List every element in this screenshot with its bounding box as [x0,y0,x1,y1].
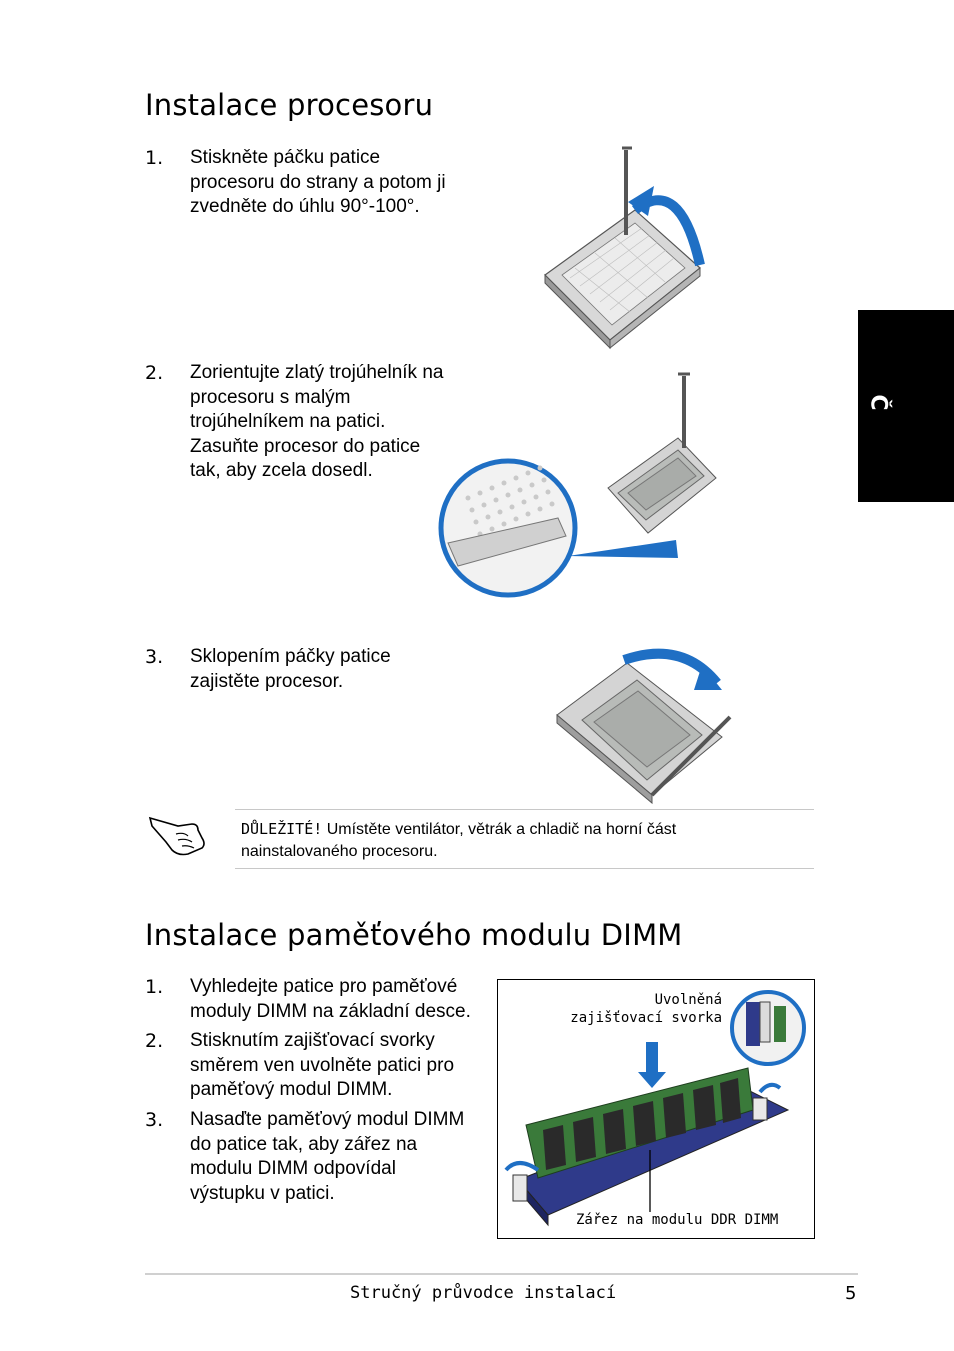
line: tak, aby zcela dosedl. [190,460,373,481]
language-tab: Č [858,310,954,502]
footer-divider [145,1273,858,1275]
note-text: DŮLEŽITÉ! Umístěte ventilátor, větrák a … [241,818,801,863]
line: Zorientujte zlatý trojúhelník na [190,362,444,383]
line: Zasuňte procesor do patice [190,435,421,457]
line: zvedněte do úhlu 90°-100°. [190,196,420,217]
step-number: 2. [145,362,164,384]
line: moduly DIMM na základní desce. [190,1000,471,1022]
line: Vyhledejte patice pro paměťové [190,976,458,997]
cpu-lever-close-illustration [556,648,732,805]
line: zajistěte procesor. [190,670,344,692]
step-text-cpu-1: Stiskněte páčku patice procesoru do stra… [190,146,480,220]
step-text-dimm-3: Nasaďte paměťový modul DIMM do patice ta… [190,1108,490,1206]
dimm-figure: Uvolněná zajišťovací svorka Zářez na mod… [497,979,815,1239]
line: Stisknutím zajišťovací svorky [190,1030,435,1051]
line: směrem ven uvolněte patici pro [190,1054,455,1076]
line: do patice tak, aby zářez na [190,1133,418,1155]
cpu-insert-illustration [438,372,717,598]
line: paměťový modul DIMM. [190,1079,393,1100]
line: Stiskněte páčku patice [190,147,381,168]
section-title-cpu: Instalace procesoru [145,88,434,122]
line: Sklopením páčky patice [190,646,391,667]
line: Nasaďte paměťový modul DIMM [190,1109,465,1130]
section-title-dimm: Instalace paměťového modulu DIMM [145,918,683,952]
line: modulu DIMM odpovídal [190,1158,396,1179]
step-text-cpu-2: Zorientujte zlatý trojúhelník na proceso… [190,361,480,484]
note-text-line2: nainstalovaného procesoru. [241,843,438,860]
step-text-dimm-2: Stisknutím zajišťovací svorky směrem ven… [190,1029,490,1103]
step-text-dimm-1: Vyhledejte patice pro paměťové moduly DI… [190,975,490,1024]
dimm-illustration [504,990,806,1227]
language-tab-letter: Č [865,394,891,411]
hand-pointer-icon [148,816,205,856]
line: trojúhelníkem na patici. [190,411,386,432]
line: výstupku v patici. [190,1182,335,1204]
line: procesoru do strany a potom ji [190,171,446,193]
important-note: DŮLEŽITÉ! Umístěte ventilátor, větrák a … [235,809,814,869]
clip-label-line2: zajišťovací svorka [570,1010,722,1026]
clip-label-line1: Uvolněná [654,992,722,1008]
note-text-line1: Umístěte ventilátor, větrák a chladič na… [322,821,677,838]
footer-title: Stručný průvodce instalací [350,1283,617,1303]
page-number: 5 [845,1283,857,1304]
step-text-cpu-3: Sklopením páčky patice zajistěte proceso… [190,645,480,694]
step-number: 1. [145,147,164,169]
step-number: 1. [145,976,164,998]
cpu-socket-open-illustration [544,146,705,350]
line: procesoru s malým [190,386,351,408]
note-label: DŮLEŽITÉ! [241,820,323,838]
step-number: 3. [145,646,164,668]
step-number: 2. [145,1030,164,1052]
step-number: 3. [145,1109,164,1131]
notch-label: Zářez na modulu DDR DIMM [576,1212,779,1228]
